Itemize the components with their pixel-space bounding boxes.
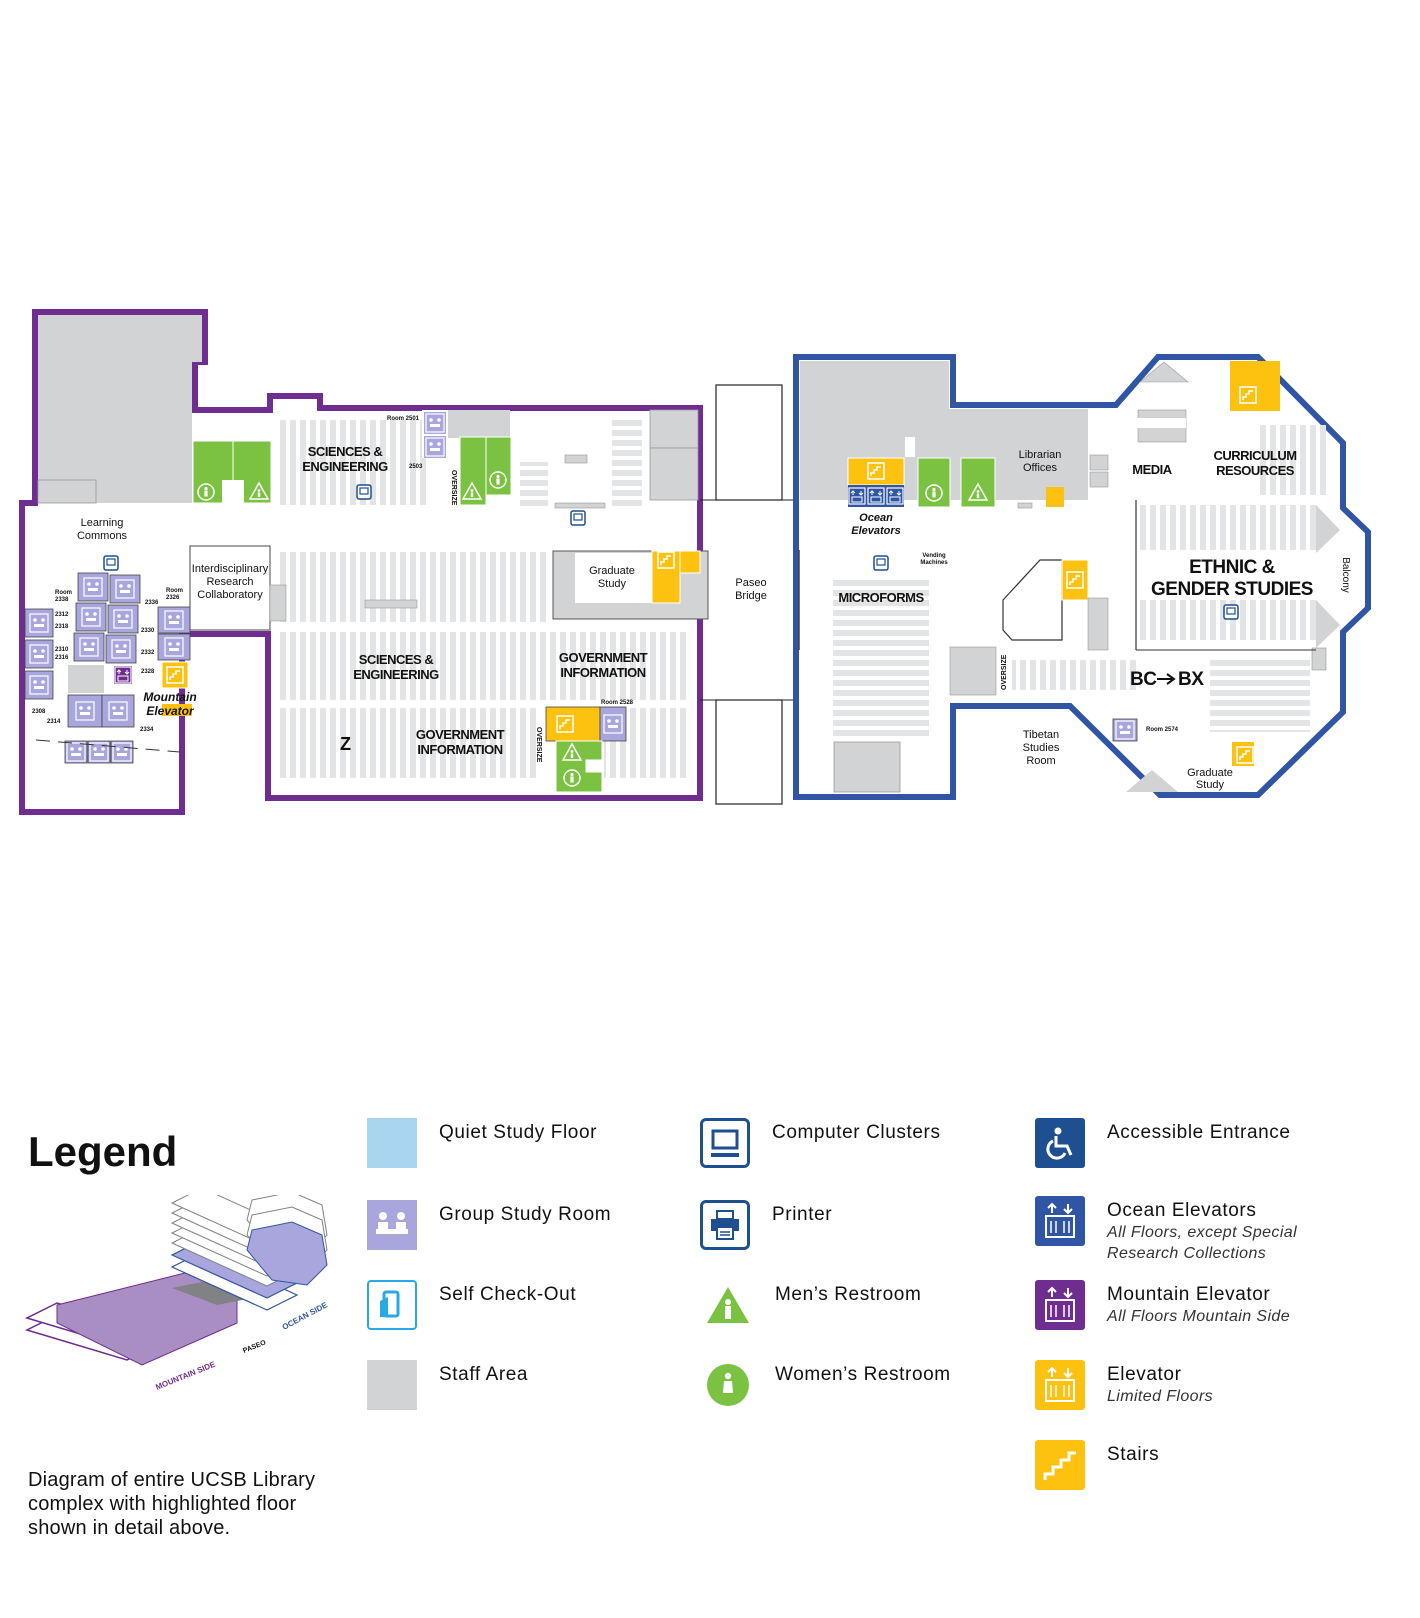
- mens-restroom-icon: [703, 1280, 753, 1330]
- oversize-label-1: OVERSIZE: [450, 470, 457, 506]
- computer-icon: [700, 1118, 750, 1168]
- room-2316-label: 2316: [55, 655, 69, 661]
- legend-accessible-entrance: Accessible Entrance: [1035, 1118, 1291, 1168]
- elevator-icon: [1035, 1280, 1085, 1330]
- room-2332-label: 2332: [141, 650, 155, 656]
- room-2310-label: 2310: [55, 647, 69, 653]
- womens-restroom-icon: [703, 1360, 753, 1410]
- room-2574-label: Room 2574: [1146, 727, 1179, 733]
- mountain-side-wing: [19, 309, 709, 815]
- legend-staff-area: Staff Area: [367, 1360, 528, 1410]
- room-2328-label: 2328: [141, 669, 155, 675]
- room-2312-label: 2312: [55, 612, 69, 618]
- diagram-caption: Diagram of entire UCSB Library complex w…: [28, 1469, 316, 1539]
- legend-self-checkout: Self Check-Out: [367, 1280, 576, 1330]
- legend-printer: Printer: [700, 1200, 832, 1250]
- accessible-icon: [1035, 1118, 1085, 1168]
- bx-label: BX: [1178, 669, 1204, 690]
- mountain-side-diagram-label: MOUNTAIN SIDE: [154, 1360, 217, 1392]
- mountain-elevator-title: Mountain Elevator: [1107, 1284, 1271, 1305]
- legend-label: Staff Area: [439, 1364, 529, 1385]
- ocean-side-wing: [793, 354, 1371, 800]
- self-checkout-icon: [367, 1280, 417, 1330]
- room-2501-label: Room 2501: [387, 416, 420, 422]
- legend-label: Quiet Study Floor: [439, 1122, 598, 1143]
- elevator-title: Elevator: [1107, 1364, 1182, 1385]
- group-study-rooms-cluster: [24, 572, 191, 764]
- legend-label: Accessible Entrance: [1107, 1122, 1291, 1143]
- oversize-label-2: OVERSIZE: [535, 727, 542, 763]
- room-2314-label: 2314: [47, 719, 61, 725]
- library-complex-diagram: OCEAN SIDE MOUNTAIN SIDE PASEO: [24, 1195, 330, 1392]
- ethnic-gender-label: ETHNIC &GENDER STUDIES: [1151, 557, 1313, 600]
- quiet-study-swatch: [367, 1118, 417, 1168]
- oversize-label-3: OVERSIZE: [1001, 654, 1008, 690]
- room-2308-label: 2308: [32, 709, 46, 715]
- legend-label: Computer Clusters: [772, 1122, 941, 1143]
- legend-label: Self Check-Out: [439, 1284, 577, 1305]
- room-2334-label: 2334: [140, 727, 154, 733]
- z-label: Z: [340, 734, 351, 754]
- room-2528-label: Room 2528: [601, 700, 634, 706]
- legend-group-study: Group Study Room: [367, 1200, 611, 1250]
- stairs-icon: [1035, 1440, 1085, 1490]
- legend-stairs: Stairs: [1035, 1440, 1159, 1490]
- staff-area-swatch: [367, 1360, 417, 1410]
- sci-eng-mid-label: SCIENCES &ENGINEERING: [353, 652, 439, 682]
- legend-mens-restroom: Men’s Restroom: [703, 1280, 921, 1330]
- balcony-label: Balcony: [1340, 557, 1351, 593]
- room-2503-label: 2503: [409, 464, 423, 470]
- mountain-elevator-subtitle: All Floors Mountain Side: [1107, 1308, 1291, 1325]
- ocean-elevators-subtitle: All Floors, except Special Research Coll…: [1107, 1224, 1298, 1262]
- paseo-diagram-label: PASEO: [242, 1339, 267, 1355]
- elevator-icon: [1035, 1196, 1085, 1246]
- legend-title: Legend: [28, 1128, 178, 1175]
- legend-label: Group Study Room: [439, 1204, 612, 1225]
- sci-eng-top-label: SCIENCES &ENGINEERING: [302, 444, 388, 474]
- media-label: MEDIA: [1132, 462, 1173, 477]
- legend-label: Stairs: [1107, 1444, 1160, 1465]
- paseo-bridge: [700, 384, 798, 805]
- microforms-label: MICROFORMS: [838, 590, 924, 605]
- room-2336-label: 2336: [145, 600, 159, 606]
- printer-icon: [700, 1200, 750, 1250]
- arrow-right-icon: [1157, 673, 1176, 685]
- elevator-subtitle: Limited Floors: [1107, 1388, 1214, 1405]
- legend-label: Printer: [772, 1204, 833, 1225]
- legend-label: Men’s Restroom: [775, 1284, 922, 1305]
- group-study-icon: [367, 1200, 417, 1250]
- elevator-icon: [1035, 1360, 1085, 1410]
- room-2318-label: 2318: [55, 624, 69, 630]
- legend-computer: Computer Clusters: [700, 1118, 941, 1168]
- room-2330-label: 2330: [141, 628, 155, 634]
- legend-quiet-study: Quiet Study Floor: [367, 1118, 597, 1168]
- ocean-elevators-title: Ocean Elevators: [1107, 1200, 1257, 1221]
- bc-label: BC: [1130, 669, 1157, 690]
- legend-womens-restroom: Women’s Restroom: [703, 1360, 951, 1410]
- legend-label: Women’s Restroom: [775, 1364, 951, 1385]
- ocean-side-diagram-label: OCEAN SIDE: [281, 1300, 330, 1332]
